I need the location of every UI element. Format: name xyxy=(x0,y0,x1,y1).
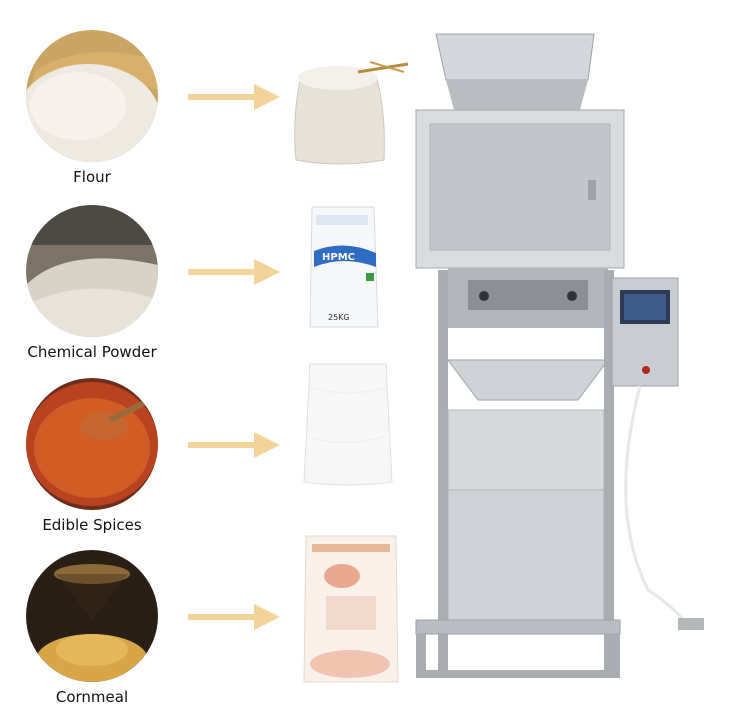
product-row-cornmeal: Cornmeal xyxy=(0,535,420,710)
product-row-edible-spices: Edible Spices xyxy=(0,363,420,538)
chemical-bag-icon: HPMC 25KG xyxy=(308,203,380,331)
weighing-packing-machine-icon xyxy=(415,33,704,678)
printed-food-bag-icon xyxy=(303,535,399,683)
flour-sack-icon xyxy=(294,61,408,165)
product-label: Cornmeal xyxy=(55,688,129,706)
product-label: Chemical Powder xyxy=(27,343,157,361)
woven-bag-icon xyxy=(303,363,393,486)
cornmeal-sieve-icon xyxy=(26,550,158,682)
product-row-chemical-powder: Chemical Powder HPMC 25KG xyxy=(0,195,420,365)
arrow-right-icon xyxy=(188,84,280,110)
arrow-right-icon xyxy=(188,604,280,630)
product-row-flour: Flour xyxy=(0,20,420,190)
product-label: Flour xyxy=(73,168,111,186)
arrow-right-icon xyxy=(188,259,280,285)
bag-brand-text: HPMC xyxy=(322,252,355,263)
chemical-powder-pile-icon xyxy=(26,205,158,337)
spice-bowl-icon xyxy=(26,378,158,510)
flour-pile-icon xyxy=(26,30,158,162)
product-label: Edible Spices xyxy=(42,516,142,534)
bag-weight-text: 25KG xyxy=(328,313,350,322)
arrow-right-icon xyxy=(188,432,280,458)
